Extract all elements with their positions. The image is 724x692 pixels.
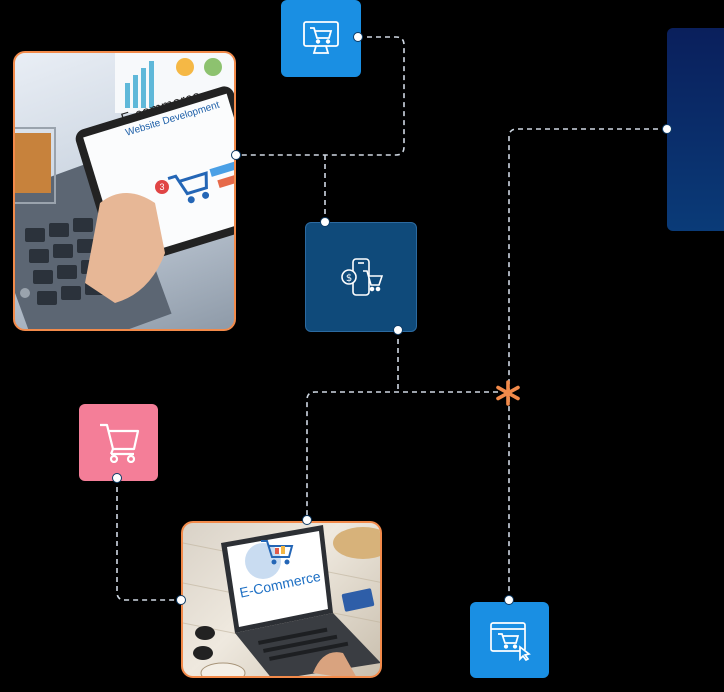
- connector-dot: [504, 595, 514, 605]
- monitor-cart-tile: [281, 0, 361, 77]
- connector-dot: [353, 32, 363, 42]
- tablet-badge: 3: [155, 180, 169, 194]
- shopping-cart-tile: [79, 404, 158, 481]
- connector-top-tile-to-tablet: [236, 36, 405, 156]
- hand-shape: [85, 193, 165, 303]
- coffee-cup-shape: [200, 662, 246, 676]
- browser-cart-tile: [470, 602, 549, 678]
- laptop-photo-illustration: [183, 525, 380, 676]
- navy-side-panel: [667, 28, 724, 231]
- svg-text:$: $: [346, 273, 352, 284]
- tablet-ecommerce-photo: E-commerce Website Development 3: [13, 51, 236, 331]
- connector-pink-tile-to-laptop: [116, 478, 181, 601]
- connector-dot: [302, 515, 312, 525]
- browser-cart-cursor-icon: [489, 621, 531, 666]
- connector-dot: [393, 325, 403, 335]
- connector-dot: [112, 473, 122, 483]
- laptop-cart-icon: [259, 537, 295, 572]
- tablet-cart-icon: [164, 161, 219, 217]
- connector-dot: [320, 217, 330, 227]
- glasses-shape: [193, 626, 215, 660]
- connector-dot: [231, 150, 241, 160]
- connector-junction-to-laptop: [306, 391, 498, 520]
- monitor-cart-icon: [302, 20, 340, 61]
- connector-dot: [176, 595, 186, 605]
- shopping-cart-icon: [98, 421, 140, 468]
- mobile-payment-cart-icon: $: [341, 257, 384, 304]
- credit-card-shape: [341, 588, 375, 612]
- hand-shape: [313, 652, 356, 676]
- asterisk-icon: [495, 380, 521, 411]
- connector-panel-to-bottom-tile: [508, 128, 667, 600]
- laptop-ecommerce-photo: E-Commerce: [181, 521, 382, 678]
- hat-shape: [333, 527, 380, 559]
- mini-cart-shape: [15, 127, 56, 298]
- connector-dot: [662, 124, 672, 134]
- mobile-payment-tile: $: [305, 222, 417, 332]
